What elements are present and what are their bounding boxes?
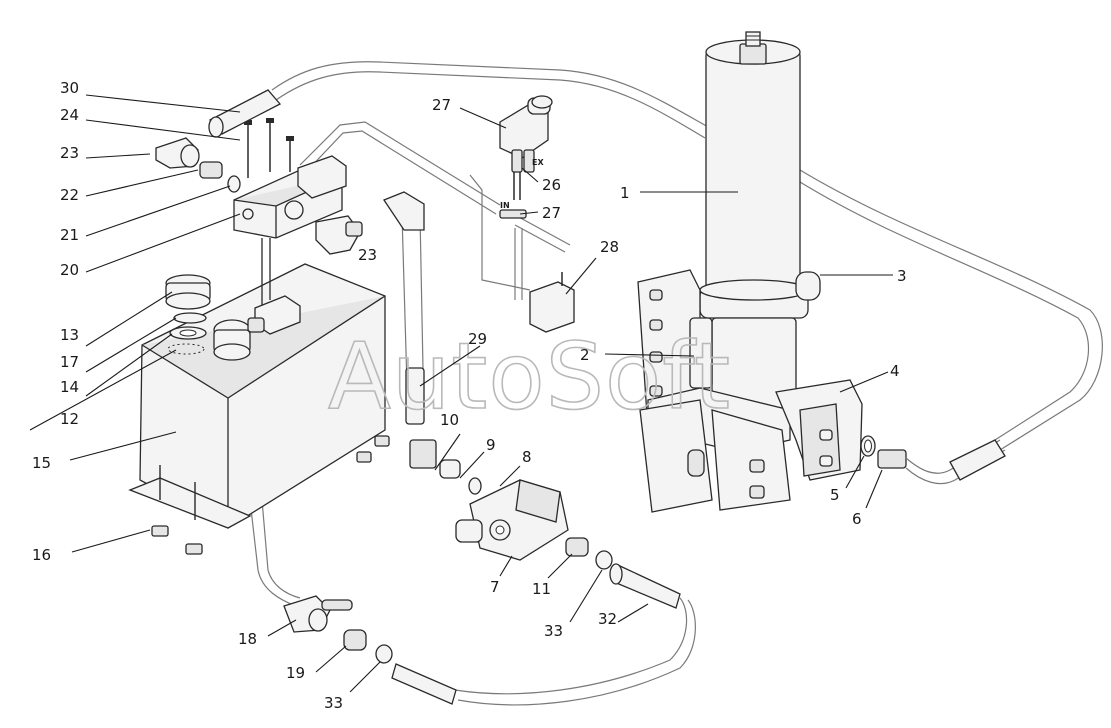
port-label-ex: EX [532, 158, 544, 167]
callout-8: 8 [522, 448, 532, 466]
control-valve-assembly: EX IN [499, 95, 575, 333]
callout-23-upper: 23 [60, 144, 79, 162]
callout-17: 17 [60, 353, 79, 371]
callout-14: 14 [60, 378, 79, 396]
callout-27: 27 [542, 204, 561, 222]
callout-25: 27 [432, 96, 451, 114]
callout-4: 4 [890, 362, 900, 380]
distributor-valve [233, 118, 347, 305]
callout-32: 32 [598, 610, 617, 628]
callout-15: 15 [32, 454, 51, 472]
callout-11: 11 [532, 580, 551, 598]
callout-28: 28 [600, 238, 619, 256]
callout-10: 10 [440, 411, 459, 429]
valve-fittings [155, 89, 363, 255]
callout-19: 19 [286, 664, 305, 682]
callout-5: 5 [830, 486, 840, 504]
callout-3: 3 [897, 267, 907, 285]
callout-23-lower: 23 [358, 246, 377, 264]
callout-29: 29 [468, 330, 487, 348]
callout-22: 22 [60, 186, 79, 204]
hydraulic-cylinder [699, 31, 821, 409]
mounting-bracket [637, 269, 863, 513]
callout-20: 20 [60, 261, 79, 279]
callout-30: 30 [60, 79, 79, 97]
callout-18: 18 [238, 630, 257, 648]
callout-2: 2 [580, 346, 590, 364]
watermark-logo: AutoSoft [328, 323, 731, 430]
callout-24: 24 [60, 106, 79, 124]
callout-21: 21 [60, 226, 79, 244]
callout-16: 16 [32, 546, 51, 564]
seal-ring-and-fitting [860, 435, 1006, 485]
callout-1: 1 [620, 184, 630, 202]
callout-13: 13 [60, 326, 79, 344]
callout-6: 6 [852, 510, 862, 528]
callout-26: 26 [542, 176, 561, 194]
hydraulic-pump [455, 479, 569, 561]
leader-lines [29, 94, 893, 693]
port-label-in: IN [500, 201, 510, 210]
callout-labels: 30 24 23 22 21 20 13 17 14 12 15 16 27 2… [32, 79, 907, 712]
callout-12: 12 [60, 410, 79, 428]
callout-7: 7 [490, 578, 500, 596]
oil-tank [128, 263, 390, 555]
callout-9: 9 [486, 436, 496, 454]
callout-33-left: 33 [324, 694, 343, 712]
suction-hose-assembly [283, 537, 681, 705]
callout-33-right: 33 [544, 622, 563, 640]
pressure-hose-and-fittings [383, 191, 482, 495]
